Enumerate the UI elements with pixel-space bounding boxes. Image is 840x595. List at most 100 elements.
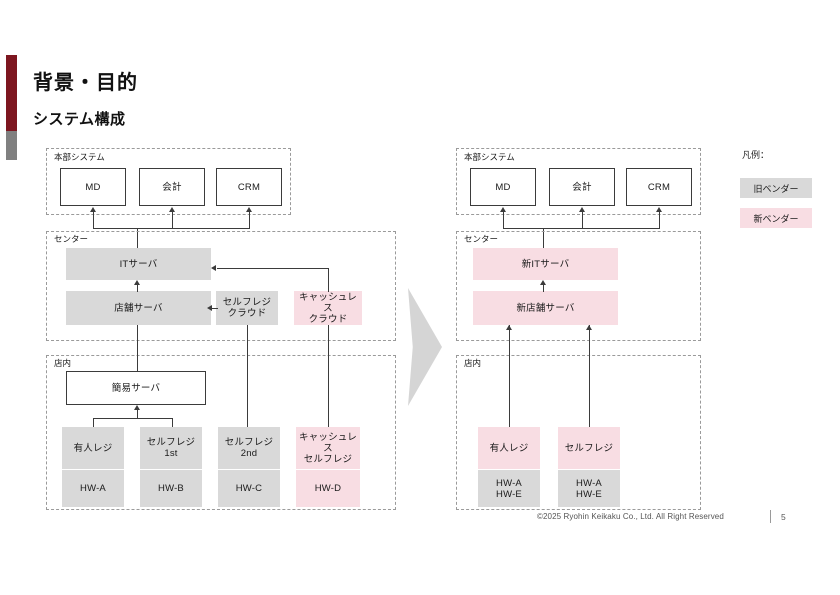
right-hq-box-kaikei-label: 会計 [572,181,592,193]
right-zone-center-label: センター [462,234,501,244]
left-box-cashless-cloud-label-1: キャッシュレス [298,291,357,314]
left-hq-riser-md [93,212,94,229]
left-terminal-1-hw: HW-B [140,470,202,507]
right-hq-box-md-label: MD [495,181,511,193]
left-elbow-cashless-horz [217,268,329,269]
page-subtitle: システム構成 [33,111,126,128]
left-terminal-3-name: キャッシュレス セルフレジ [296,427,360,469]
left-riser-simple-to-storeserver [137,325,138,371]
footer-divider [770,510,771,523]
right-zone-hq-label: 本部システム [462,152,517,162]
left-hq-box-md-label: MD [85,181,101,193]
left-box-selfreg-cloud: セルフレジ クラウド [216,291,278,325]
left-tree-trunk-head [133,405,140,410]
left-box-selfreg-cloud-label-1: セルフレジ [222,297,272,308]
left-terminal-3-hw: HW-D [296,470,360,507]
left-arrow-selfregcloud-to-storeserver-head [207,304,212,311]
footer-copyright: ©2025 Ryohin Keikaku Co., Ltd. All Right… [537,512,724,521]
left-box-cashless-cloud-label-2: クラウド [308,313,348,325]
right-zone-hq [456,148,701,215]
right-hq-bus [503,228,659,229]
left-tree-trunk [137,410,138,419]
left-arrow-storeserver-to-itserver-line [137,285,138,292]
right-riser-terminal-1-head [585,325,592,330]
left-terminal-1-name: セルフレジ 1st [140,427,202,469]
left-tree-leg-b [172,418,173,428]
right-riser-terminal-0-head [505,325,512,330]
left-arrow-storeserver-to-itserver-head [133,280,140,285]
left-riser-cashless [328,325,329,427]
right-box-new-store-server: 新店舗サーバ [473,291,618,325]
right-terminal-0-name: 有人レジ [478,427,540,469]
left-terminal-0-hw-label: HW-A [80,483,106,494]
right-terminal-1-hw-label-2: HW-E [576,488,602,500]
left-terminal-2-name-l2: 2nd [240,448,258,459]
left-terminal-2-name: セルフレジ 2nd [218,427,280,469]
left-terminal-2-hw: HW-C [218,470,280,507]
left-hq-arrow-md [89,207,96,212]
page-title: 背景・目的 [33,72,138,94]
right-terminal-0-hw-label-2: HW-E [496,488,522,500]
right-hq-box-kaikei: 会計 [549,168,615,206]
left-box-simple-server-label: 簡易サーバ [111,382,161,394]
left-zone-store-label: 店内 [52,358,74,368]
left-zone-center [46,231,396,341]
left-terminal-0-name-l1: 有人レジ [73,442,113,454]
left-elbow-cashless-head [211,264,216,271]
left-terminal-2-hw-label: HW-C [235,483,263,494]
right-terminal-0-hw-label-1: HW-A [496,477,522,489]
right-hq-riser-kaikei [582,212,583,229]
right-arrow-storeserver-to-itserver-line [543,285,544,292]
footer-page-number: 5 [781,512,786,522]
left-terminal-0-hw: HW-A [62,470,124,507]
left-zone-hq-label: 本部システム [52,152,107,162]
right-zone-center [456,231,701,341]
left-terminal-1-hw-label: HW-B [158,483,184,494]
left-hq-riser-crm [249,212,250,229]
right-riser-terminal-1 [589,325,590,427]
left-hq-box-md: MD [60,168,126,206]
left-terminal-1-name-l1: セルフレジ [146,437,196,448]
left-box-it-server: ITサーバ [66,248,211,280]
right-terminal-1-hw: HW-A HW-E [558,470,620,507]
left-hq-bus [93,228,249,229]
left-hq-arrow-crm [245,207,252,212]
left-hq-riser-kaikei [172,212,173,229]
accent-bar-gray [6,131,17,160]
right-zone-store [456,355,701,510]
legend-old-vendor: 旧ベンダー [740,178,812,198]
right-riser-terminal-0 [509,325,510,427]
left-terminal-3-name-l2: セルフレジ [303,453,353,465]
right-hq-arrow-kaikei [578,207,585,212]
left-box-cashless-cloud: キャッシュレス クラウド [294,291,362,325]
legend-new-vendor-label: 新ベンダー [753,213,799,224]
left-box-store-server-label: 店舗サーバ [114,302,163,314]
legend-title: 凡例： [742,150,770,160]
left-terminal-0-name: 有人レジ [62,427,124,469]
right-hq-bus-drop [543,228,544,249]
left-terminal-1-name-l2: 1st [164,448,178,459]
right-terminal-0-hw: HW-A HW-E [478,470,540,507]
right-zone-store-label: 店内 [462,358,484,368]
left-hq-box-crm: CRM [216,168,282,206]
left-arrow-selfregcloud-to-storeserver-line [212,308,218,309]
left-box-it-server-label: ITサーバ [119,258,158,270]
right-hq-riser-crm [659,212,660,229]
left-riser-selfreg2nd [247,325,248,427]
right-hq-arrow-crm [655,207,662,212]
left-hq-box-crm-label: CRM [237,181,261,193]
right-terminal-1-hw-label-1: HW-A [576,477,602,489]
left-zone-hq [46,148,291,215]
right-arrow-storeserver-to-itserver-head [539,280,546,285]
left-terminal-3-hw-label: HW-D [314,483,342,494]
transition-arrow-icon [408,288,442,406]
right-hq-box-crm: CRM [626,168,692,206]
right-hq-riser-md [503,212,504,229]
right-terminal-1-name-label: セルフレジ [564,442,614,454]
left-zone-center-label: センター [52,234,91,244]
left-hq-bus-drop [137,228,138,249]
left-zone-store [46,355,396,510]
accent-bar-red [6,55,17,131]
left-elbow-cashless-vert [328,268,329,292]
